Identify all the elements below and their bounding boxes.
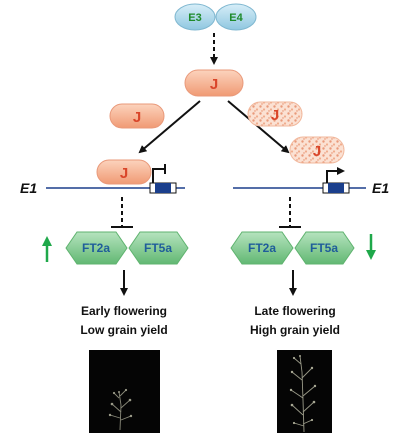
e3-node: E3 [174,3,216,31]
left-ft5a-hexagon: FT5a [128,231,189,265]
left-j-bound-label: J [120,165,128,182]
left-ft2a-hexagon: FT2a [65,231,128,265]
left-gene-label: E1 [20,180,37,196]
right-ft2a-hexagon: FT2a [230,231,294,265]
right-outcome-line2: High grain yield [250,323,340,337]
right-j-protein: J [247,101,303,127]
right-plant-photo [277,350,332,433]
right-promoter-box [322,182,350,194]
left-plant-photo [89,350,160,433]
left-j-label: J [133,109,141,126]
e3-label: E3 [188,12,201,24]
left-j-bound: J [96,159,152,185]
left-ft5a-label: FT5a [144,241,172,255]
right-j-bound-label: J [313,143,321,160]
right-outcome-line1: Late flowering [254,304,335,318]
right-ft2a-label: FT2a [248,241,276,255]
right-repression-bar [279,197,301,228]
left-repression-bar [111,197,133,228]
right-ft5a-hexagon: FT5a [294,231,355,265]
hub-j-node: J [184,69,244,97]
left-j-protein: J [109,103,165,129]
right-ft5a-label: FT5a [310,241,338,255]
e4-label: E4 [229,12,243,24]
hub-to-left-arrow [138,100,201,154]
left-outcome-line1: Early flowering [81,304,167,318]
left-promoter-box [149,182,177,194]
right-tss-active-icon [326,167,345,183]
right-j-bound: J [289,136,345,164]
e4-node: E4 [215,3,257,31]
left-outcome-line2: Low grain yield [80,323,167,337]
right-gene-label: E1 [372,180,389,196]
left-tss-blocked-icon [152,168,165,183]
left-ft2a-label: FT2a [82,241,110,255]
right-j-label: J [271,107,279,124]
hub-j-label: J [210,76,218,93]
hub-to-right-arrow [227,100,290,154]
